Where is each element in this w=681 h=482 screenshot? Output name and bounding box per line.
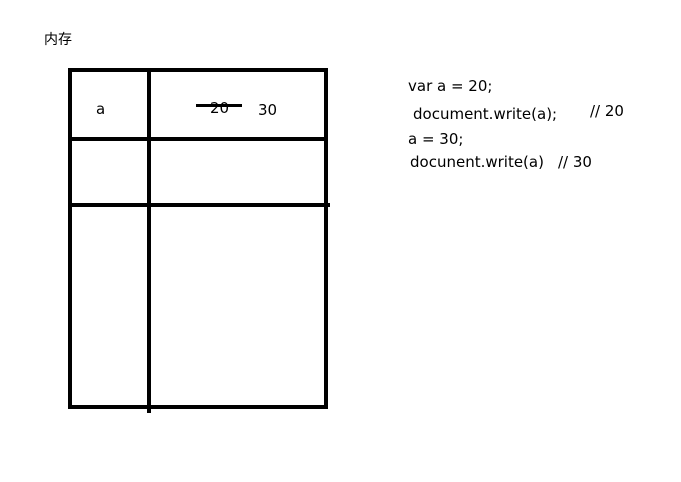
variable-name: a xyxy=(96,100,106,118)
table-border-right xyxy=(324,68,328,409)
memory-title: 内存 xyxy=(44,32,72,48)
code-line-2: document.write(a); xyxy=(413,105,558,123)
table-border-top xyxy=(68,68,328,72)
table-divider-row-1 xyxy=(68,137,326,141)
code-comment-2: // 30 xyxy=(558,153,592,171)
table-border-left xyxy=(68,68,72,409)
code-line-1: var a = 20; xyxy=(408,77,493,95)
code-line-3: a = 30; xyxy=(408,130,464,148)
strikethrough-mark xyxy=(196,104,242,107)
old-value: 20 xyxy=(210,99,230,117)
new-value: 30 xyxy=(258,101,278,119)
table-divider-row-2 xyxy=(68,203,330,207)
code-comment-1: // 20 xyxy=(590,102,624,120)
table-divider-vertical xyxy=(147,68,151,413)
code-line-4: docunent.write(a) xyxy=(410,153,544,171)
table-border-bottom xyxy=(68,405,328,409)
